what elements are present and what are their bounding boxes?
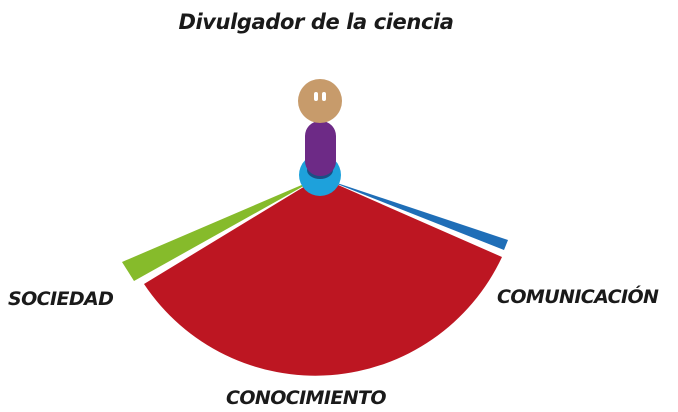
label-comunicacion: COMUNICACIÓN xyxy=(497,286,659,308)
conocimiento-sector xyxy=(144,177,502,376)
label-conocimiento: CONOCIMIENTO xyxy=(226,387,387,409)
label-sociedad: SOCIEDAD xyxy=(8,288,114,310)
figure-eye-right xyxy=(322,92,326,101)
figure-eye-left xyxy=(314,92,318,101)
figure-body xyxy=(305,121,336,176)
sociedad-wedge xyxy=(122,178,318,281)
diagram-title: Divulgador de la ciencia xyxy=(178,10,454,34)
person-icon xyxy=(298,79,342,196)
figure-head xyxy=(298,79,342,123)
comunicacion-wedge xyxy=(322,178,508,250)
